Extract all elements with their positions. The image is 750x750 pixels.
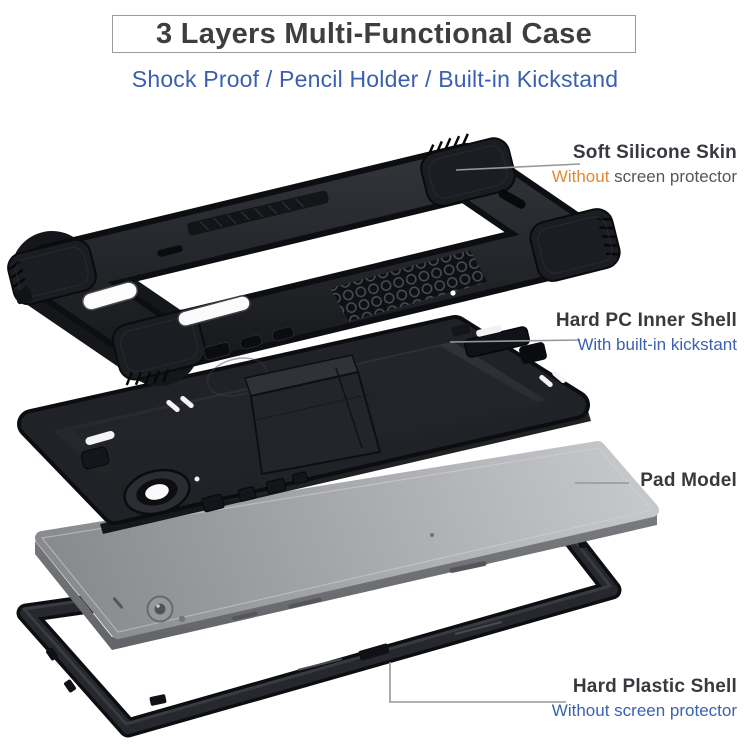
title-box: 3 Layers Multi-Functional Case bbox=[112, 15, 636, 53]
tablet-layer bbox=[35, 441, 659, 650]
annotation-hard-pc-inner-shell: Hard PC Inner Shell With built-in kickst… bbox=[556, 311, 737, 355]
tablet-camera bbox=[146, 595, 186, 623]
tablet-ports bbox=[112, 561, 487, 621]
tablet-mic-dot bbox=[430, 533, 434, 537]
shell-screw-hole bbox=[194, 476, 200, 482]
shell-speaker-slots bbox=[166, 370, 566, 413]
page-title: 3 Layers Multi-Functional Case bbox=[155, 17, 593, 50]
annotation-subtitle-rest: screen protector bbox=[609, 167, 737, 186]
annotation-subtitle: With built-in kickstant bbox=[577, 335, 737, 354]
skin-button-covers bbox=[203, 326, 295, 361]
skin-edge-slot bbox=[498, 189, 526, 209]
leader-line-hard-pc-inner-shell bbox=[449, 339, 581, 343]
tablet-edge-highlight bbox=[41, 447, 653, 633]
annotation-title: Hard Plastic Shell bbox=[572, 676, 737, 697]
annotation-title: Pad Model bbox=[640, 470, 737, 491]
shell-left-tab bbox=[80, 446, 110, 470]
annotation-soft-silicone-skin: Soft Silicone Skin Without screen protec… bbox=[552, 143, 737, 187]
skin-top-grip-strip bbox=[187, 190, 329, 236]
shell-pen-slot bbox=[85, 430, 115, 446]
skin-side-tab bbox=[15, 287, 33, 305]
skin-corner-bumper-bottomleft bbox=[111, 309, 207, 386]
annotation-hard-plastic-shell: Hard Plastic Shell Without screen protec… bbox=[552, 677, 737, 721]
skin-corner-bumper-topright bbox=[420, 133, 516, 207]
skin-pencil-holder-slot bbox=[177, 295, 251, 327]
skin-top-notch bbox=[157, 245, 183, 257]
shell-camera-ring bbox=[123, 468, 191, 516]
annotation-title: Hard PC Inner Shell bbox=[555, 310, 737, 331]
page-subtitle: Shock Proof / Pencil Holder / Built-in K… bbox=[131, 66, 619, 92]
annotation-subtitle: Without screen protector bbox=[552, 167, 737, 187]
skin-pin-hole bbox=[450, 290, 456, 296]
shell-kickstand bbox=[206, 354, 382, 476]
annotation-title: Soft Silicone Skin bbox=[572, 142, 737, 163]
annotation-pad-model: Pad Model bbox=[640, 471, 737, 491]
leader-line-soft-silicone-skin bbox=[455, 163, 581, 171]
annotation-subtitle: Without screen protector bbox=[551, 701, 737, 720]
annotation-subtitle-highlight: Without bbox=[551, 167, 610, 186]
leader-lines bbox=[389, 163, 629, 703]
skin-camera-cutout bbox=[82, 281, 138, 311]
skin-corner-bumper-left bbox=[7, 238, 97, 306]
inner-shell-layer bbox=[17, 315, 591, 534]
skin-corner-bumper-right bbox=[529, 208, 621, 282]
leader-line-hard-plastic-shell bbox=[389, 662, 566, 703]
silicone-skin-layer bbox=[7, 133, 621, 386]
skin-honeycomb-texture bbox=[329, 249, 489, 323]
plastic-frame-slots bbox=[297, 621, 503, 671]
shell-bottom-tabs bbox=[201, 471, 309, 513]
